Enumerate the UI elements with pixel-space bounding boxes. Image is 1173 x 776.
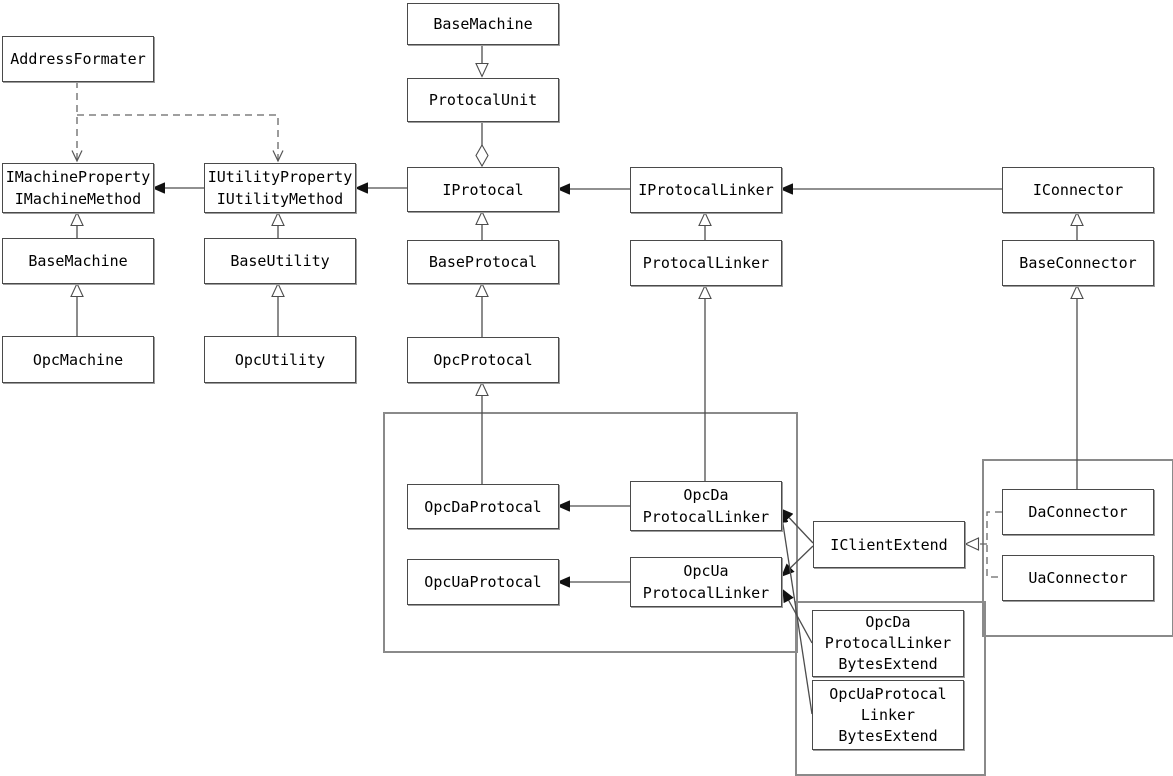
class-label: OpcDaProtocal — [424, 497, 542, 516]
class-box-baseprotocal: BaseProtocal — [407, 240, 559, 284]
class-label: OpcDa ProtocalLinker BytesExtend — [824, 613, 952, 673]
class-label: OpcUtility — [234, 350, 326, 369]
class-box-iclientextend: IClientExtend — [813, 521, 965, 568]
class-box-addressformater: AddressFormater — [2, 36, 154, 82]
class-label: OpcUaProtocal Linker BytesExtend — [829, 684, 947, 745]
class-box-opcuaprotocal: OpcUaProtocal — [407, 559, 559, 605]
class-box-opcdaprotocal: OpcDaProtocal — [407, 484, 559, 529]
class-label: DaConnector — [1028, 503, 1128, 521]
class-box-protocallinker: ProtocalLinker — [630, 240, 782, 286]
class-box-iprotocallinker: IProtocalLinker — [630, 167, 782, 213]
class-box-imachineproperty: IMachineProperty IMachineMethod — [2, 163, 154, 213]
class-label: OpcDa ProtocalLinker — [642, 486, 770, 526]
class-label: IConnector — [1032, 181, 1124, 199]
class-label: BaseUtility — [230, 252, 330, 270]
class-label: OpcUaProtocal — [424, 573, 542, 591]
edge-dependency-addressformater-iutility — [77, 114, 284, 163]
class-box-opcuaprotocallinker: OpcUa ProtocalLinker — [630, 557, 782, 607]
class-box-opcdaprotocallinkerbytesextend: OpcDa ProtocalLinker BytesExtend — [812, 610, 964, 677]
class-box-opcuaprotocallinkerbytesextend: OpcUaProtocal Linker BytesExtend — [812, 680, 964, 750]
class-box-iconnector: IConnector — [1002, 167, 1154, 213]
class-label: OpcProtocal — [433, 351, 533, 369]
class-label: BaseProtocal — [428, 253, 538, 271]
class-label: BaseMachine — [433, 15, 533, 33]
edge-association-iclientextend-opcualinker — [782, 545, 814, 576]
class-box-iutilityproperty: IUtilityProperty IUtilityMethod — [204, 163, 356, 213]
class-box-opcmachine: OpcMachine — [2, 336, 154, 383]
class-label: OpcMachine — [32, 350, 124, 369]
class-label: IProtocal — [442, 180, 524, 199]
class-box-baseconnector: BaseConnector — [1002, 240, 1154, 286]
container-opc-protocal-group — [383, 412, 798, 653]
class-label: BaseConnector — [1019, 254, 1137, 272]
class-label: IUtilityProperty IUtilityMethod — [207, 168, 353, 208]
class-label: IMachineProperty IMachineMethod — [5, 168, 151, 208]
class-label: IClientExtend — [830, 535, 948, 554]
edge-association-iclientextend-opcdalinker — [781, 509, 814, 544]
class-label: IProtocalLinker — [638, 181, 774, 199]
class-box-opcutility: OpcUtility — [204, 336, 356, 383]
container-bytes-extend-group — [795, 601, 986, 776]
edge-association-opcuabytes-opcdalinker — [781, 511, 813, 715]
class-box-basemachine-top: BaseMachine — [407, 3, 559, 45]
edge-association-opcdabytes-opcualinker — [783, 590, 813, 644]
class-label: AddressFormater — [10, 50, 146, 68]
class-box-basemachine-left: BaseMachine — [2, 238, 154, 284]
class-box-iprotocal: IProtocal — [407, 167, 559, 212]
class-box-protocalunit: ProtocalUnit — [407, 78, 559, 122]
class-box-baseutility: BaseUtility — [204, 238, 356, 284]
class-label: UaConnector — [1028, 569, 1128, 587]
class-box-uaconnector: UaConnector — [1002, 555, 1154, 601]
class-label: ProtocalUnit — [428, 91, 538, 109]
class-box-opcprotocal: OpcProtocal — [407, 337, 559, 383]
edge-realization-connectors-dashed-spine — [986, 511, 1002, 578]
class-label: BaseMachine — [28, 252, 128, 270]
class-box-opcdaprotocallinker: OpcDa ProtocalLinker — [630, 481, 782, 531]
class-label: ProtocalLinker — [642, 254, 770, 272]
class-label: OpcUa ProtocalLinker — [642, 562, 770, 602]
class-box-daconnector: DaConnector — [1002, 489, 1154, 535]
